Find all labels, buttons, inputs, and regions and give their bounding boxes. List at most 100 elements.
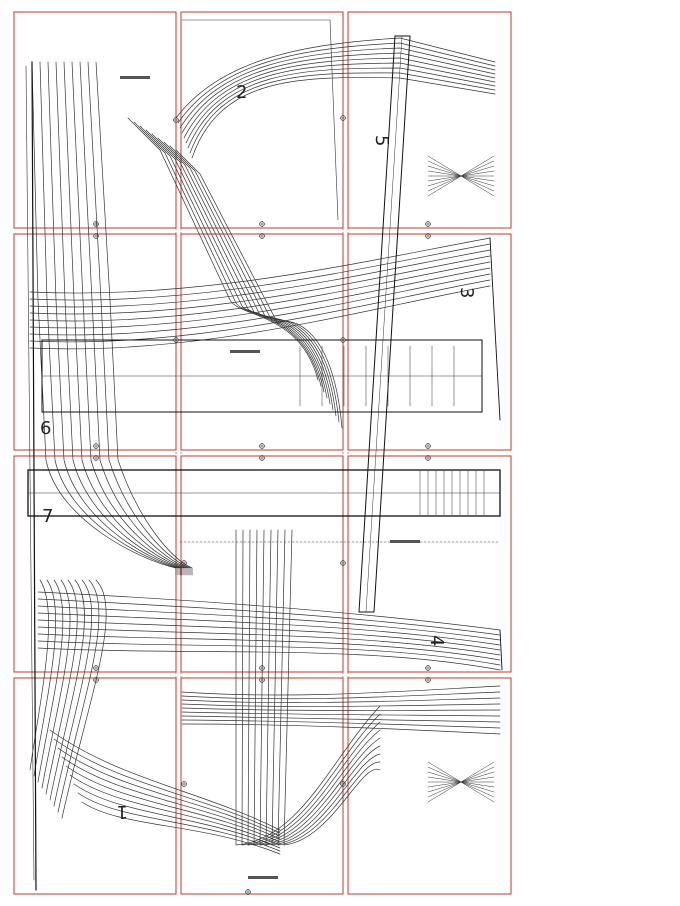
piece-labels: 1 2 3 4 5 6 7 xyxy=(40,82,477,822)
piece-label-4: 4 xyxy=(426,635,447,646)
piece-1-curve xyxy=(81,801,281,855)
piece-3-hem xyxy=(29,249,491,308)
piece-3-hem xyxy=(29,273,491,336)
piece-label-1: 1 xyxy=(117,801,128,822)
tiny-legend xyxy=(230,350,260,353)
piece-3-edge xyxy=(489,237,501,421)
piece-4-lower xyxy=(181,703,501,707)
piece-1-curve xyxy=(53,738,281,834)
piece-4-lower xyxy=(181,715,501,723)
piece-1-curve xyxy=(65,765,281,843)
piece-3-hem xyxy=(29,261,491,322)
piece-4-hem xyxy=(37,647,501,671)
print-tile xyxy=(13,677,177,895)
print-tile xyxy=(13,233,177,451)
piece-5-strip xyxy=(358,35,411,613)
piece-side-panel xyxy=(235,529,381,846)
piece-5-grainline xyxy=(365,35,403,613)
piece-side-panel xyxy=(283,529,381,846)
piece-4-hem xyxy=(37,619,501,651)
piece-4-lower xyxy=(181,691,501,700)
piece-1-curve xyxy=(77,792,281,852)
piece-2-neckline xyxy=(181,52,496,134)
piece-back-cutline xyxy=(25,65,35,881)
piece-back-outline xyxy=(31,61,177,576)
pleat-zigzag xyxy=(427,761,495,803)
piece-2-side xyxy=(145,129,328,399)
piece-1-curve xyxy=(57,747,281,837)
piece-3-hem xyxy=(29,267,491,329)
tiny-legend xyxy=(120,76,150,79)
piece-4-hem xyxy=(37,633,501,661)
piece-back-hip xyxy=(61,579,107,819)
piece-4-edge xyxy=(499,629,503,671)
piece-4-lower xyxy=(181,723,501,735)
piece-2-edge xyxy=(329,19,339,221)
piece-3-hem xyxy=(29,243,491,301)
piece-side-panel xyxy=(277,529,381,846)
piece-4-hem xyxy=(37,591,501,631)
piece-back-hip xyxy=(53,579,93,807)
print-tile xyxy=(13,455,177,673)
tiny-legend xyxy=(248,876,278,879)
piece-2-neckline xyxy=(191,77,496,159)
piece-2-neckline xyxy=(175,37,496,119)
piece-2-side xyxy=(157,137,334,411)
piece-side-panel xyxy=(271,529,381,846)
pattern-lines xyxy=(25,19,503,891)
print-tile xyxy=(180,233,344,451)
piece-1-curve xyxy=(61,756,281,840)
piece-2-neckline xyxy=(177,42,496,124)
piece-4-hem xyxy=(37,626,501,656)
piece-3-hem xyxy=(29,255,491,315)
piece-back-outline xyxy=(71,61,187,576)
piece-1-curve xyxy=(73,783,281,849)
piece-2-side xyxy=(127,117,319,381)
print-tile-grid xyxy=(13,11,512,895)
print-tile xyxy=(180,11,344,229)
piece-3-hem xyxy=(29,237,491,294)
piece-4-hem xyxy=(37,605,501,641)
registration-marks xyxy=(93,76,431,895)
piece-back-outline xyxy=(47,61,181,576)
piece-4-lower xyxy=(181,697,501,703)
piece-2-neckline xyxy=(189,72,496,154)
piece-2-neckline xyxy=(179,47,496,129)
piece-3-hem xyxy=(29,285,491,350)
piece-1-curve xyxy=(69,774,281,846)
piece-back-hip xyxy=(29,579,49,771)
piece-4-lower xyxy=(181,685,501,696)
piece-label-3: 3 xyxy=(456,287,477,298)
piece-2-side xyxy=(169,145,340,423)
piece-back-hip xyxy=(57,579,100,813)
piece-back-outline xyxy=(79,61,189,576)
piece-4-lower xyxy=(181,719,501,729)
piece-2-side xyxy=(163,141,337,417)
pleat-zigzag xyxy=(427,155,495,197)
piece-4-lower xyxy=(181,707,501,711)
piece-2-neckline xyxy=(187,67,496,149)
piece-label-5: 5 xyxy=(371,135,392,146)
piece-side-panel xyxy=(253,529,381,846)
piece-3-hem xyxy=(29,279,491,343)
piece-back-outline xyxy=(39,61,179,576)
piece-2-neckline xyxy=(185,62,496,144)
piece-back-hip xyxy=(33,579,56,777)
piece-2-side xyxy=(175,149,343,429)
piece-4-hem xyxy=(37,640,501,666)
piece-side-panel xyxy=(241,529,381,846)
piece-label-7: 7 xyxy=(42,506,53,527)
piece-4-hem xyxy=(37,612,501,646)
piece-label-2: 2 xyxy=(236,82,247,103)
piece-2-neckline xyxy=(183,57,496,139)
piece-side-panel xyxy=(265,529,381,846)
piece-back-outline xyxy=(95,61,193,576)
piece-4-lower xyxy=(181,711,501,717)
piece-2-side xyxy=(139,125,325,393)
piece-side-panel xyxy=(259,529,381,846)
piece-back-centre xyxy=(31,61,37,891)
piece-back-outline xyxy=(87,61,191,576)
piece-1-curve xyxy=(49,729,281,831)
piece-label-6: 6 xyxy=(40,418,51,439)
piece-back-hip xyxy=(37,579,64,783)
